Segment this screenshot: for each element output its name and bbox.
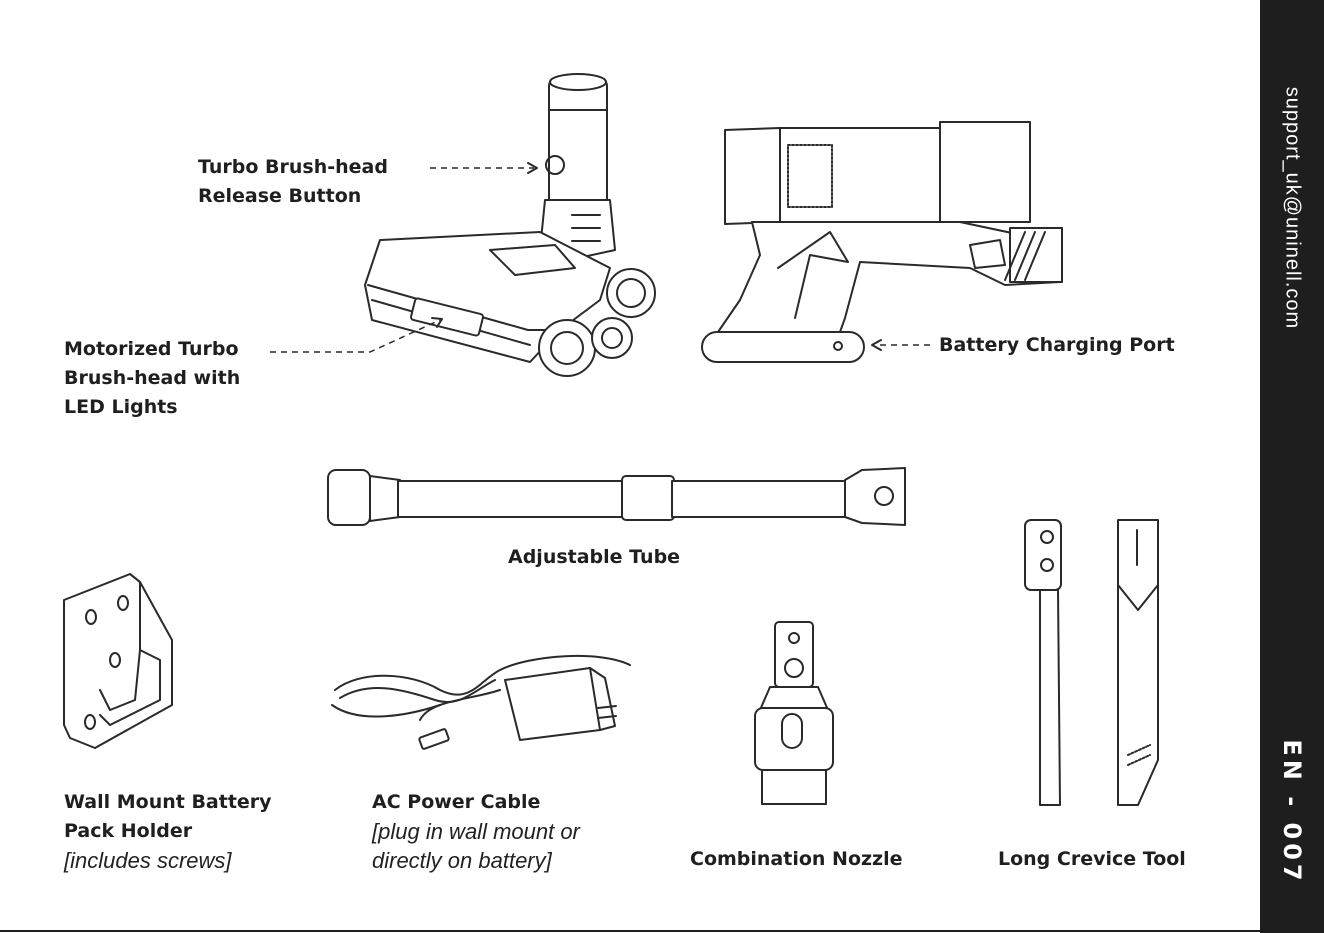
wall-mount-label: Wall Mount Battery Pack Holder [includes… [64, 788, 272, 875]
crevice-label: Long Crevice Tool [998, 845, 1186, 874]
charger-illustration [332, 656, 630, 749]
vacuum-body-illustration [702, 122, 1062, 362]
wall-mount-illustration [64, 574, 172, 748]
tube-illustration [328, 468, 905, 525]
bottom-rule [0, 930, 1260, 932]
support-email: support_uk@uninell.com [1281, 87, 1304, 329]
page-code: EN - 007 [1278, 739, 1306, 884]
nozzle-label: Combination Nozzle [690, 845, 903, 874]
charging-port-label: Battery Charging Port [939, 331, 1175, 360]
crevice-tool-illustration [1025, 520, 1158, 805]
tube-label: Adjustable Tube [508, 543, 680, 572]
power-cable-label: AC Power Cable [plug in wall mount or di… [372, 788, 580, 875]
release-button-label: Turbo Brush-head Release Button [198, 153, 388, 211]
turbo-brush-label: Motorized Turbo Brush-head with LED Ligh… [64, 335, 240, 422]
brush-head-illustration [365, 74, 655, 376]
nozzle-illustration [755, 622, 833, 804]
